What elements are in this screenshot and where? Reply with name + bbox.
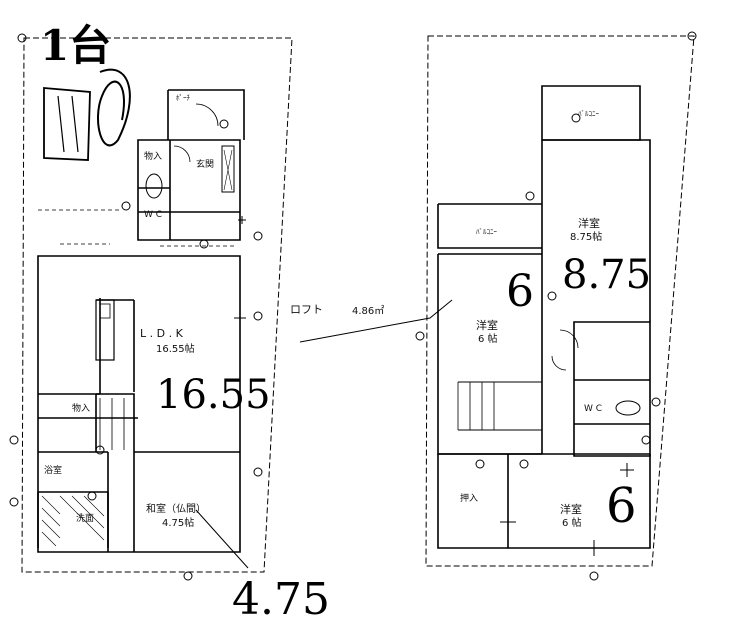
washitsu-area-handwritten: 4.75 — [232, 574, 330, 625]
parking-scribble — [43, 87, 91, 161]
ldk-label: L . D . K — [140, 327, 183, 340]
balcony-left-label: ﾊﾞﾙｺﾆｰ — [476, 228, 497, 236]
western-left-size: 6 帖 — [478, 334, 498, 345]
western-bottom-label: 洋室 — [560, 503, 582, 516]
walls-2f — [437, 85, 651, 549]
closet-2f-label: 押入 — [460, 494, 479, 504]
western-bottom-size: 6 帖 — [562, 518, 582, 529]
balcony-top-label: ﾊﾞﾙｺﾆｰ — [578, 110, 599, 118]
western-top-label: 洋室 — [578, 217, 600, 230]
washroom-label: 洗面 — [76, 514, 95, 524]
western-left-label: 洋室 — [476, 319, 498, 332]
loft-size: 4.86㎡ — [352, 306, 385, 317]
ldk-area-handwritten: 16.55 — [156, 372, 271, 418]
loft-label: ロフト — [290, 303, 323, 316]
loft-leader — [299, 299, 453, 343]
washitsu-size: 4.75帖 — [162, 518, 195, 529]
western-bottom-area-handwritten: 6 — [606, 478, 637, 534]
western-left-area-handwritten: 6 — [506, 266, 534, 317]
western-top-area-handwritten: 8.75 — [562, 252, 652, 298]
wc-2f-label: W C — [584, 404, 603, 414]
storage-2-label: 物入 — [72, 404, 91, 414]
western-top-size: 8.75帖 — [570, 232, 603, 243]
site-boundary-1f — [21, 37, 293, 573]
wc-1f-label: W C — [144, 210, 163, 220]
site-boundary-2f — [425, 35, 695, 567]
bath-label: 浴室 — [44, 466, 63, 476]
parking-note: 1台 — [40, 21, 112, 70]
entrance-label: 玄関 — [196, 160, 215, 170]
ldk-size: 16.55帖 — [156, 344, 195, 355]
storage-1-label: 物入 — [144, 152, 163, 162]
porch-label: ﾎﾟｰﾁ — [176, 94, 190, 102]
washitsu-label: 和室（仏間） — [146, 504, 206, 515]
